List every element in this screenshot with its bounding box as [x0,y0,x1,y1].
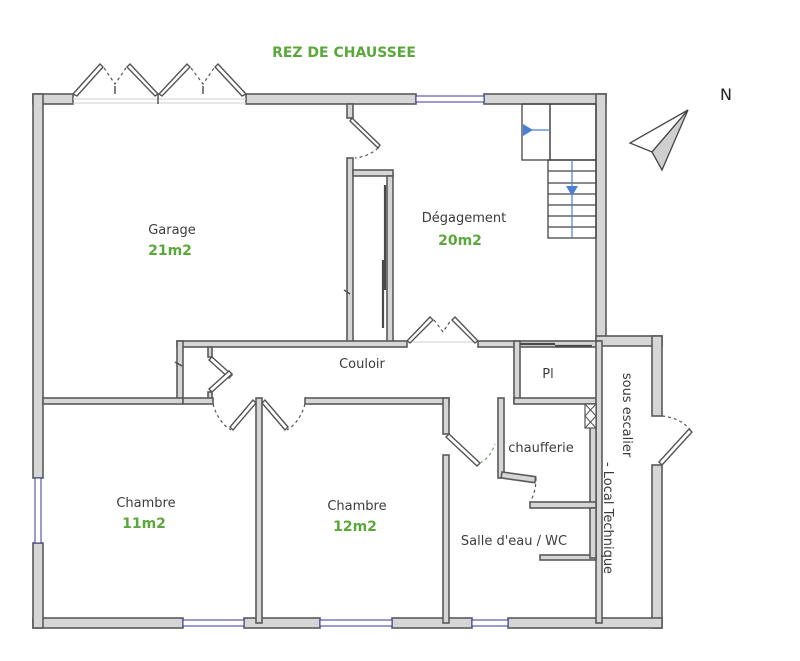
room-sous-escalier: sous escalier - Local Technique [600,373,634,574]
room-area: 12m2 [333,519,377,535]
room-degagement: Dégagement 20m2 [422,211,506,249]
interior-doors [174,116,693,503]
compass-north-label: N [720,85,732,104]
stair-arrow-right-icon [523,124,533,136]
room-name: Chambre [116,496,175,511]
room-garage: Garage 21m2 [148,223,196,259]
room-salle-eau-wc: Salle d'eau / WC [461,534,567,549]
room-name: Salle d'eau / WC [461,534,567,549]
room-name: Dégagement [422,211,506,226]
window-chambre-1-side [34,477,42,544]
room-area: 21m2 [148,243,192,259]
room-chambre-1: Chambre 11m2 [116,496,175,532]
room-name: sous escalier [619,373,634,458]
stair-arrow-down-icon [566,186,578,196]
window-degagement [415,95,485,103]
room-name: Garage [148,223,196,238]
room-couloir: Couloir [339,357,385,372]
room-name: chaufferie [508,441,574,456]
room-area: 11m2 [122,516,166,532]
room-name-secondary: - Local Technique [600,462,615,574]
room-name: Couloir [339,357,385,372]
room-area: 20m2 [438,233,482,249]
room-chaufferie: chaufferie [508,441,574,456]
staircase [521,103,597,239]
room-chambre-2: Chambre 12m2 [327,499,386,535]
window-chambre-2 [319,619,393,627]
windows [34,95,509,627]
room-name: Chambre [327,499,386,514]
window-salle-eau [471,619,509,627]
window-chambre-1 [182,619,245,627]
room-name: Pl [542,367,553,382]
room-placard: Pl [542,367,553,382]
garage-folding-door-icon [71,62,248,104]
floor-title: REZ DE CHAUSSEE [272,45,416,61]
compass-north-arrow-icon [628,109,689,172]
